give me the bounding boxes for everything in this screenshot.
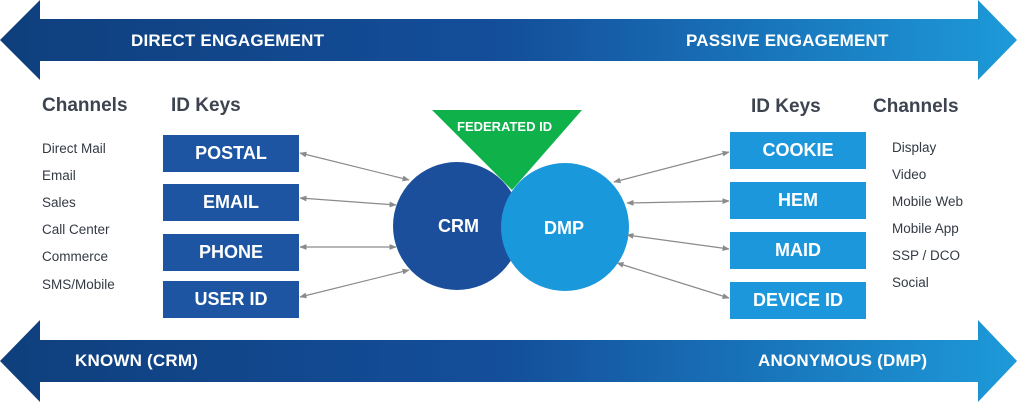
id-key-email: EMAIL (163, 184, 299, 221)
id-key-device-id: DEVICE ID (730, 282, 866, 319)
left-channels-heading: Channels (42, 95, 128, 116)
connector-dmp-maid (626, 233, 730, 251)
right-channel-item: Video (892, 167, 927, 182)
known-crm-label: KNOWN (CRM) (75, 351, 199, 370)
right-channel-item: SSP / DCO (892, 248, 961, 263)
left-channel-item: Call Center (42, 222, 110, 237)
connector-postal-crm (299, 151, 410, 182)
right-channel-item: Mobile App (892, 221, 959, 236)
top-engagement-arrow (0, 0, 1017, 80)
id-key-cookie: COOKIE (730, 132, 866, 169)
right-channel-item: Mobile Web (892, 194, 964, 209)
connector-email-crm (299, 195, 397, 208)
id-key-maid: MAID (730, 232, 866, 269)
left-channel-item: Email (42, 168, 76, 183)
dmp-circle (501, 163, 629, 291)
anonymous-dmp-label: ANONYMOUS (DMP) (758, 351, 928, 370)
direct-engagement-label: DIRECT ENGAGEMENT (131, 31, 325, 50)
federated-id-label: FEDERATED ID (457, 119, 553, 134)
id-key-phone: PHONE (163, 234, 299, 271)
id-key-hem: HEM (730, 182, 866, 219)
right-id-keys-heading: ID Keys (751, 96, 821, 117)
right-channels-heading: Channels (873, 96, 959, 117)
right-channel-item: Social (892, 275, 929, 290)
dmp-label: DMP (544, 218, 584, 238)
connector-dmp-deviceid (616, 262, 730, 299)
right-channel-item: Display (892, 140, 937, 155)
left-channel-item: SMS/Mobile (42, 277, 115, 292)
id-key-user-id: USER ID (163, 281, 299, 318)
bottom-identity-arrow (0, 320, 1017, 402)
connector-userid-crm (299, 268, 410, 299)
left-channel-item: Direct Mail (42, 141, 106, 156)
connector-dmp-cookie (613, 150, 730, 184)
crm-label: CRM (438, 216, 479, 236)
left-channel-item: Commerce (42, 249, 109, 264)
crm-circle (393, 162, 521, 290)
id-key-postal: POSTAL (163, 135, 299, 172)
left-id-keys-heading: ID Keys (171, 95, 241, 116)
federated-id-triangle (432, 110, 582, 190)
connector-dmp-hem (626, 198, 730, 206)
passive-engagement-label: PASSIVE ENGAGEMENT (686, 31, 889, 50)
left-channel-item: Sales (42, 195, 76, 210)
